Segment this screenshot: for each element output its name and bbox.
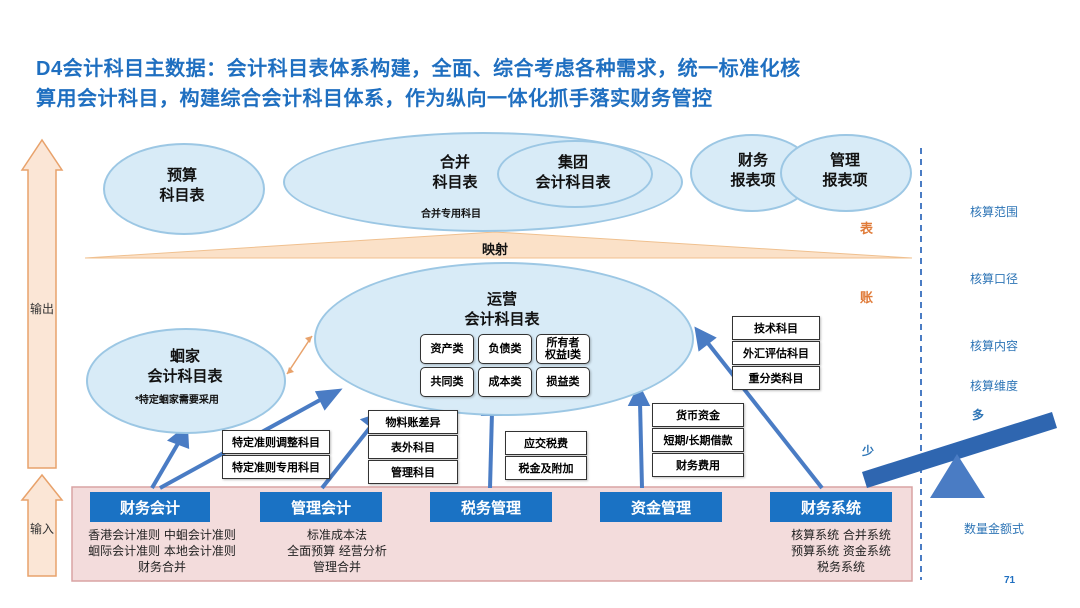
category-equity: 所有者 权益l类 (536, 334, 590, 364)
seesaw-beam (862, 412, 1057, 488)
shun-chart-ellipse (86, 328, 286, 434)
category-common: 共同类 (420, 367, 474, 397)
budget-chart-label: 预算 科目表 (159, 167, 205, 204)
tax-payable-box: 应交税费 (505, 431, 587, 455)
input-label: 输入 (30, 522, 55, 536)
mgmt-report-label: 管理 报表项 (822, 152, 868, 189)
tech-account-box: 技术科目 (732, 316, 820, 340)
many-label: 多 (972, 408, 985, 422)
quantity-amount-label: 数量金额式 (964, 522, 1025, 536)
shun-note: *特定蛔家需要采用 (135, 395, 219, 406)
loans-box: 短期/长期借款 (652, 428, 744, 452)
group-chart-ellipse (497, 140, 653, 208)
std-adjust-box: 特定准则调整科目 (222, 430, 330, 454)
category-assets: 资产类 (420, 334, 474, 364)
slide-title-line2: 算用会计科目，构建综合会计科目体系，作为纵向一体化抓手落实财务管控 (36, 88, 713, 110)
module-fund-management: 资金管理 (600, 492, 722, 522)
scope-label: 核算范围 (970, 205, 1019, 219)
account-level-label: 账 (860, 290, 874, 305)
fin-expense-box: 财务费用 (652, 453, 744, 477)
reclass-account-box: 重分类科目 (732, 366, 820, 390)
module-tax-management: 税务管理 (430, 492, 552, 522)
category-profit-loss: 损益类 (536, 367, 590, 397)
mapping-band (84, 231, 913, 259)
fin-report-ellipse (690, 134, 814, 212)
shun-chart-label: 蛔家 会计科目表 (147, 348, 223, 385)
group-chart-label: 集团 会计科目表 (535, 154, 611, 191)
caliber-label: 核算口径 (970, 272, 1019, 286)
slide-title-line1: D4会计科目主数据：会计科目表体系构建，全面、综合考虑各种需求，统一标准化核 (36, 58, 801, 80)
material-diff-box: 物料账差异 (368, 410, 458, 434)
fin-acc-standards-text: 香港会计准则 中蛔会计准则 蛔际会计准则 本地会计准则 财务合并 (88, 528, 236, 574)
consolidated-note: 合并专用科目 (421, 209, 481, 220)
budget-chart-ellipse (103, 143, 265, 235)
category-cost: 成本类 (478, 367, 532, 397)
content-label: 核算内容 (970, 339, 1019, 353)
page-number: 71 (1004, 575, 1016, 586)
seesaw-pivot (930, 454, 985, 498)
tax-surcharge-box: 税金及附加 (505, 456, 587, 480)
output-label: 输出 (30, 302, 55, 316)
cash-box: 货币资金 (652, 403, 744, 427)
module-financial-accounting: 财务会计 (90, 492, 210, 522)
module-management-accounting: 管理会计 (260, 492, 382, 522)
fin-sys-text: 核算系统 合并系统 预算系统 资金系统 税务系统 (791, 528, 891, 574)
module-financial-system: 财务系统 (770, 492, 892, 522)
ops-chart-label: 运营 会计科目表 (464, 291, 540, 328)
off-balance-box: 表外科目 (368, 435, 458, 459)
dimension-label: 核算维度 (970, 379, 1019, 393)
few-label: 少 (862, 444, 875, 458)
mgmt-acc-text: 标准成本法 全面预算 经营分析 管理合并 (287, 528, 387, 574)
input-arrow-shape (20, 473, 64, 577)
mgmt-account-box: 管理科目 (368, 460, 458, 484)
consolidated-chart-label: 合并 科目表 (432, 154, 478, 191)
fin-report-label: 财务 报表项 (730, 152, 776, 189)
mapping-label: 映射 (481, 242, 508, 257)
mgmt-report-ellipse (780, 134, 912, 212)
fx-account-box: 外汇评估科目 (732, 341, 820, 365)
category-liabilities: 负债类 (478, 334, 532, 364)
table-level-label: 表 (860, 221, 874, 236)
output-arrow-shape (20, 138, 64, 469)
std-special-box: 特定准则专用科目 (222, 455, 330, 479)
